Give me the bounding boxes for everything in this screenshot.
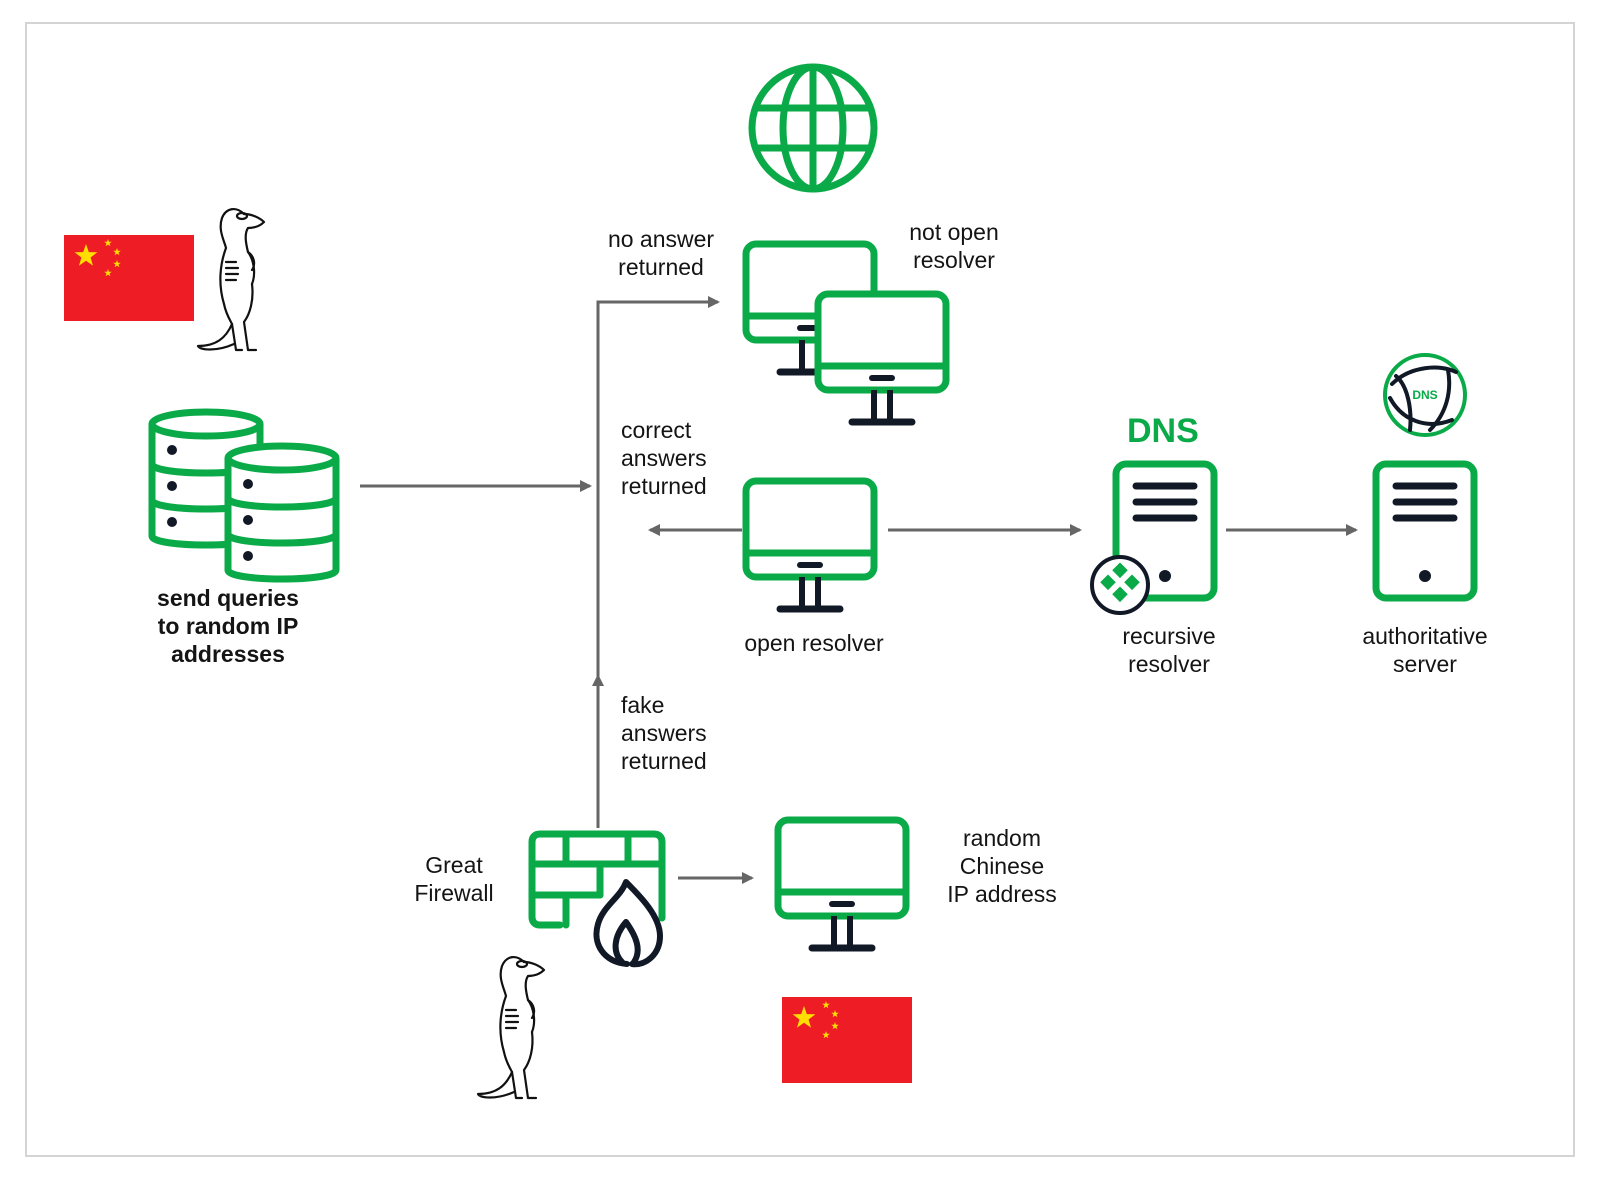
correct-answers-label: correct answers returned [621, 417, 707, 499]
no-answer-label: no answer returned [607, 226, 715, 280]
recursive-resolver-label: recursive resolver [1122, 623, 1216, 677]
edge-junction-to-not-open-resolver [596, 296, 720, 828]
dns-globe-text: DNS [1412, 388, 1437, 402]
meerkat-top-icon [196, 207, 266, 352]
open-resolver-label: open resolver [744, 630, 884, 656]
random-chinese-ip-label: random Chinese IP address [947, 825, 1057, 907]
chinese-ip-monitor-icon [778, 820, 906, 948]
globe-icon [748, 63, 878, 193]
database-stack-icon [152, 412, 336, 579]
edges [360, 296, 1358, 884]
firewall-icon [528, 830, 666, 968]
fake-answers-label: fake answers returned [621, 692, 707, 774]
dns-title: DNS [1127, 412, 1199, 450]
open-resolver-monitor-icon [746, 481, 874, 609]
authoritative-server-label: authoritative server [1362, 623, 1488, 677]
great-firewall-label: Great Firewall [414, 852, 494, 906]
not-open-resolver-label: not open resolver [909, 219, 999, 273]
source-label: send queries to random IP addresses [157, 585, 299, 667]
dns-globe-icon: DNS [1383, 353, 1467, 437]
meerkat-bottom-icon [476, 955, 546, 1100]
china-flag-top [64, 235, 194, 321]
authoritative-server-icon [1376, 464, 1474, 598]
china-flag-bottom [782, 997, 912, 1083]
diamond-cluster-badge-icon [1090, 555, 1150, 615]
